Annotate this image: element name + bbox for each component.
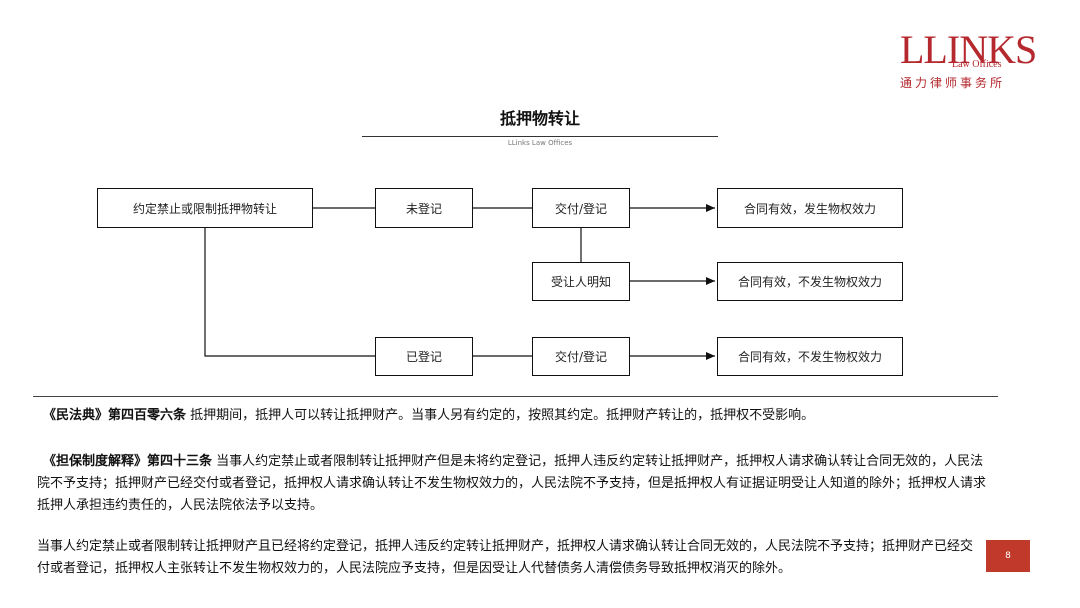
law-text-2: 当事人约定禁止或者限制转让抵押财产但是未将约定登记，抵押人违反约定转让抵押财产，… [37, 454, 987, 513]
law-paragraph-1: 《民法典》第四百零六条 抵押期间，抵押人可以转让抵押财产。当事人另有约定的，按照… [37, 405, 987, 427]
box-restriction: 约定禁止或限制抵押物转让 [97, 188, 313, 228]
box-delivered-2: 交付/登记 [532, 337, 630, 376]
box-unregistered: 未登记 [375, 188, 473, 228]
box-result-3: 合同有效，不发生物权效力 [717, 337, 903, 376]
slide-title: 抵押物转让 [499, 109, 580, 128]
logo-sub: Law Offices [952, 59, 1002, 70]
title-rule [362, 136, 718, 137]
law-title-1: 《民法典》第四百零六条 [43, 408, 187, 423]
law-text-1: 抵押期间，抵押人可以转让抵押财产。当事人另有约定的，按照其约定。抵押财产转让的，… [186, 408, 815, 423]
law-paragraph-3: 当事人约定禁止或者限制转让抵押财产且已经将约定登记，抵押人违反约定转让抵押财产，… [37, 539, 974, 576]
law-paragraph-2: 《担保制度解释》第四十三条 当事人约定禁止或者限制转让抵押财产但是未将约定登记，… [37, 451, 987, 517]
llinks-logo: LLINKS Law Offices 通力律师事务所 [900, 30, 1037, 92]
box-transferee-knows: 受让人明知 [532, 262, 630, 301]
connector-restriction-registered [204, 228, 375, 357]
box-result-2: 合同有效，不发生物权效力 [717, 262, 903, 301]
content-divider [33, 396, 998, 397]
flowchart-connectors [204, 204, 715, 360]
box-result-1: 合同有效，发生物权效力 [717, 188, 903, 228]
slide-subtitle: LLinks Law Offices [507, 139, 573, 147]
box-registered: 已登记 [375, 337, 473, 376]
logo-chinese-name: 通力律师事务所 [900, 76, 1006, 90]
page-number-badge: 8 [986, 540, 1030, 572]
logo-brand: LLINKS [900, 27, 1037, 72]
box-delivered-1: 交付/登记 [532, 188, 630, 228]
law-title-2: 《担保制度解释》第四十三条 [43, 454, 213, 469]
